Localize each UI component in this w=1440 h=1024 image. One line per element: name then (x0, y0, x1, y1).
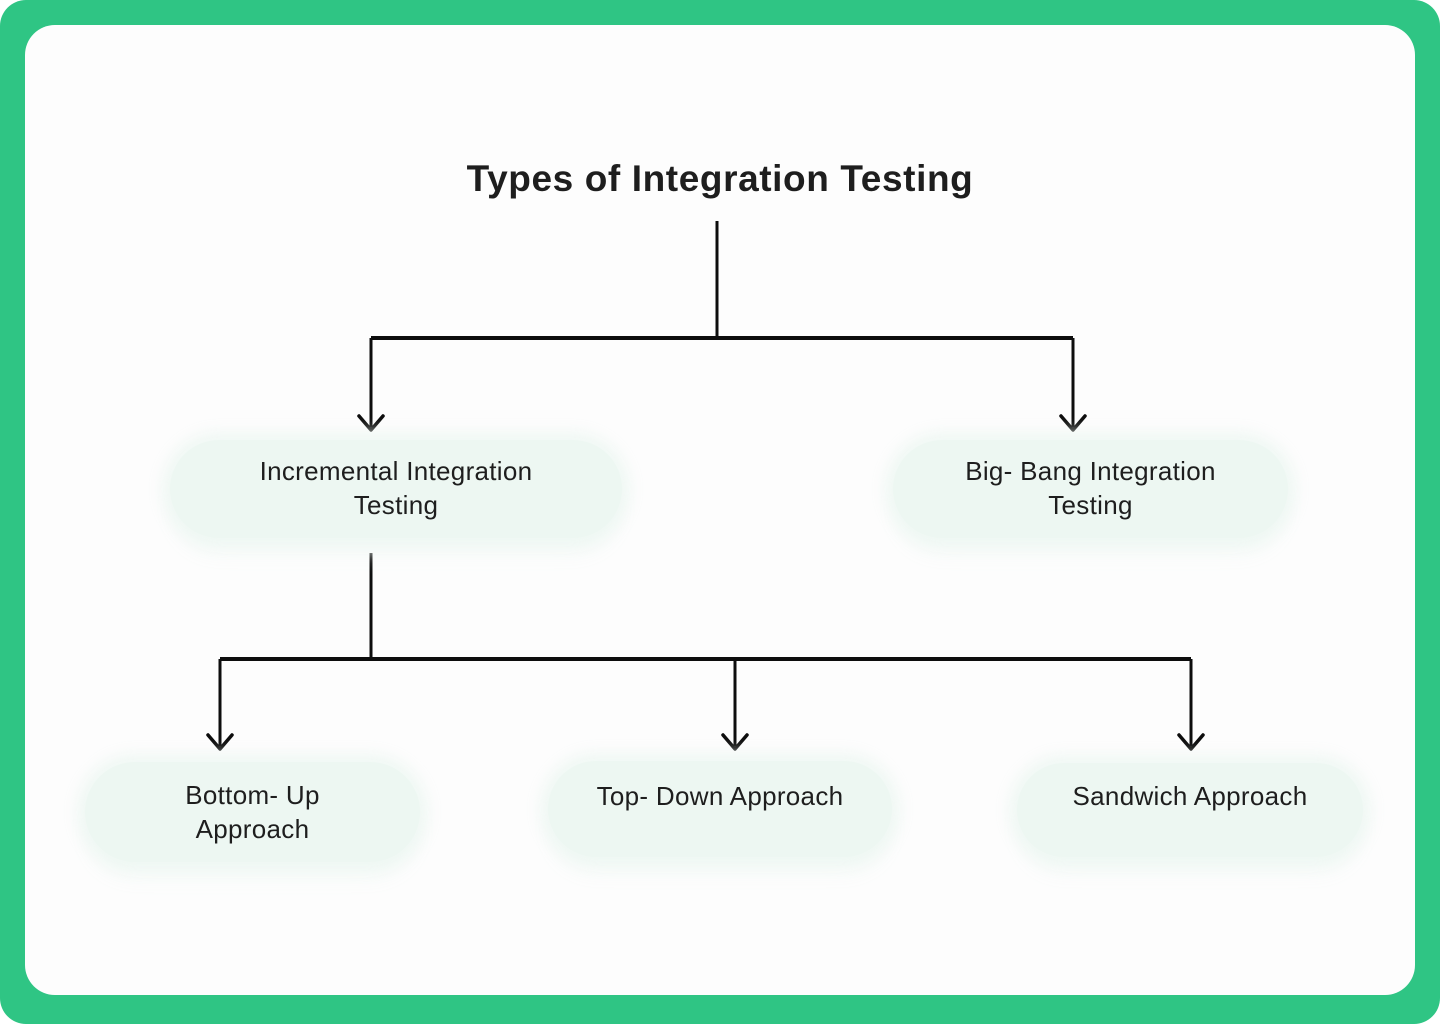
node-label: Bottom- Up Approach (185, 780, 320, 844)
diagram-title: Types of Integration Testing (466, 158, 974, 199)
node-incremental-integration-testing: Incremental Integration Testing (170, 440, 622, 538)
node-sandwich-approach: Sandwich Approach (1017, 763, 1363, 857)
node-top-down-approach: Top- Down Approach (548, 761, 892, 857)
node-label: Top- Down Approach (596, 781, 844, 811)
node-label: Big- Bang Integration Testing (965, 456, 1216, 520)
node-label: Incremental Integration Testing (259, 456, 533, 520)
node-bottom-up-approach: Bottom- Up Approach (85, 762, 420, 862)
node-label: Sandwich Approach (1072, 781, 1308, 811)
node-big-bang-integration-testing: Big- Bang Integration Testing (893, 440, 1288, 538)
